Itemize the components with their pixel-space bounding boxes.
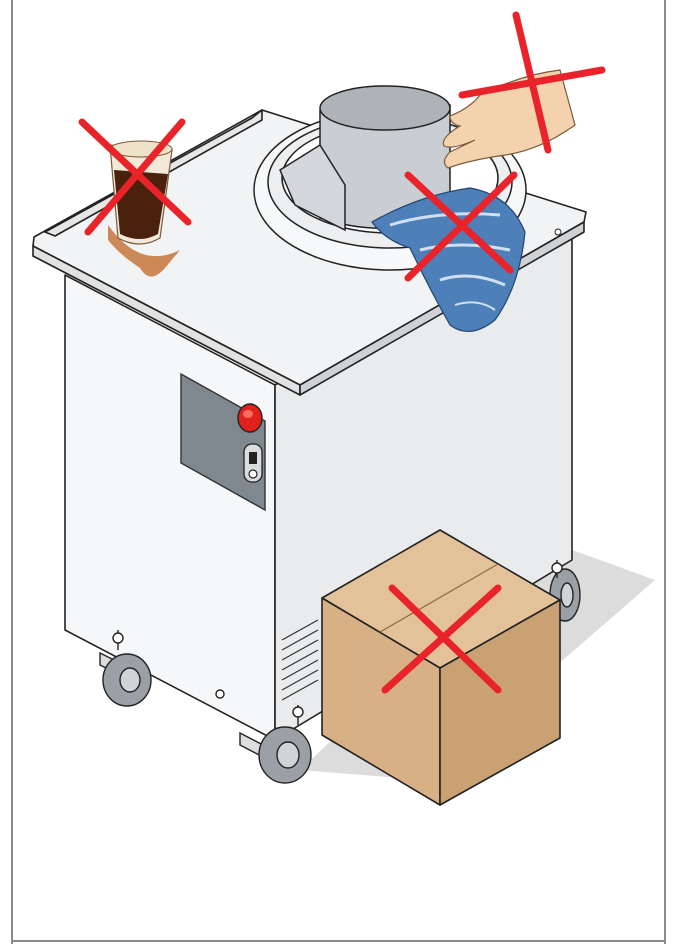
key-switch-icon[interactable]	[244, 444, 262, 482]
emergency-stop-icon[interactable]	[238, 404, 262, 432]
